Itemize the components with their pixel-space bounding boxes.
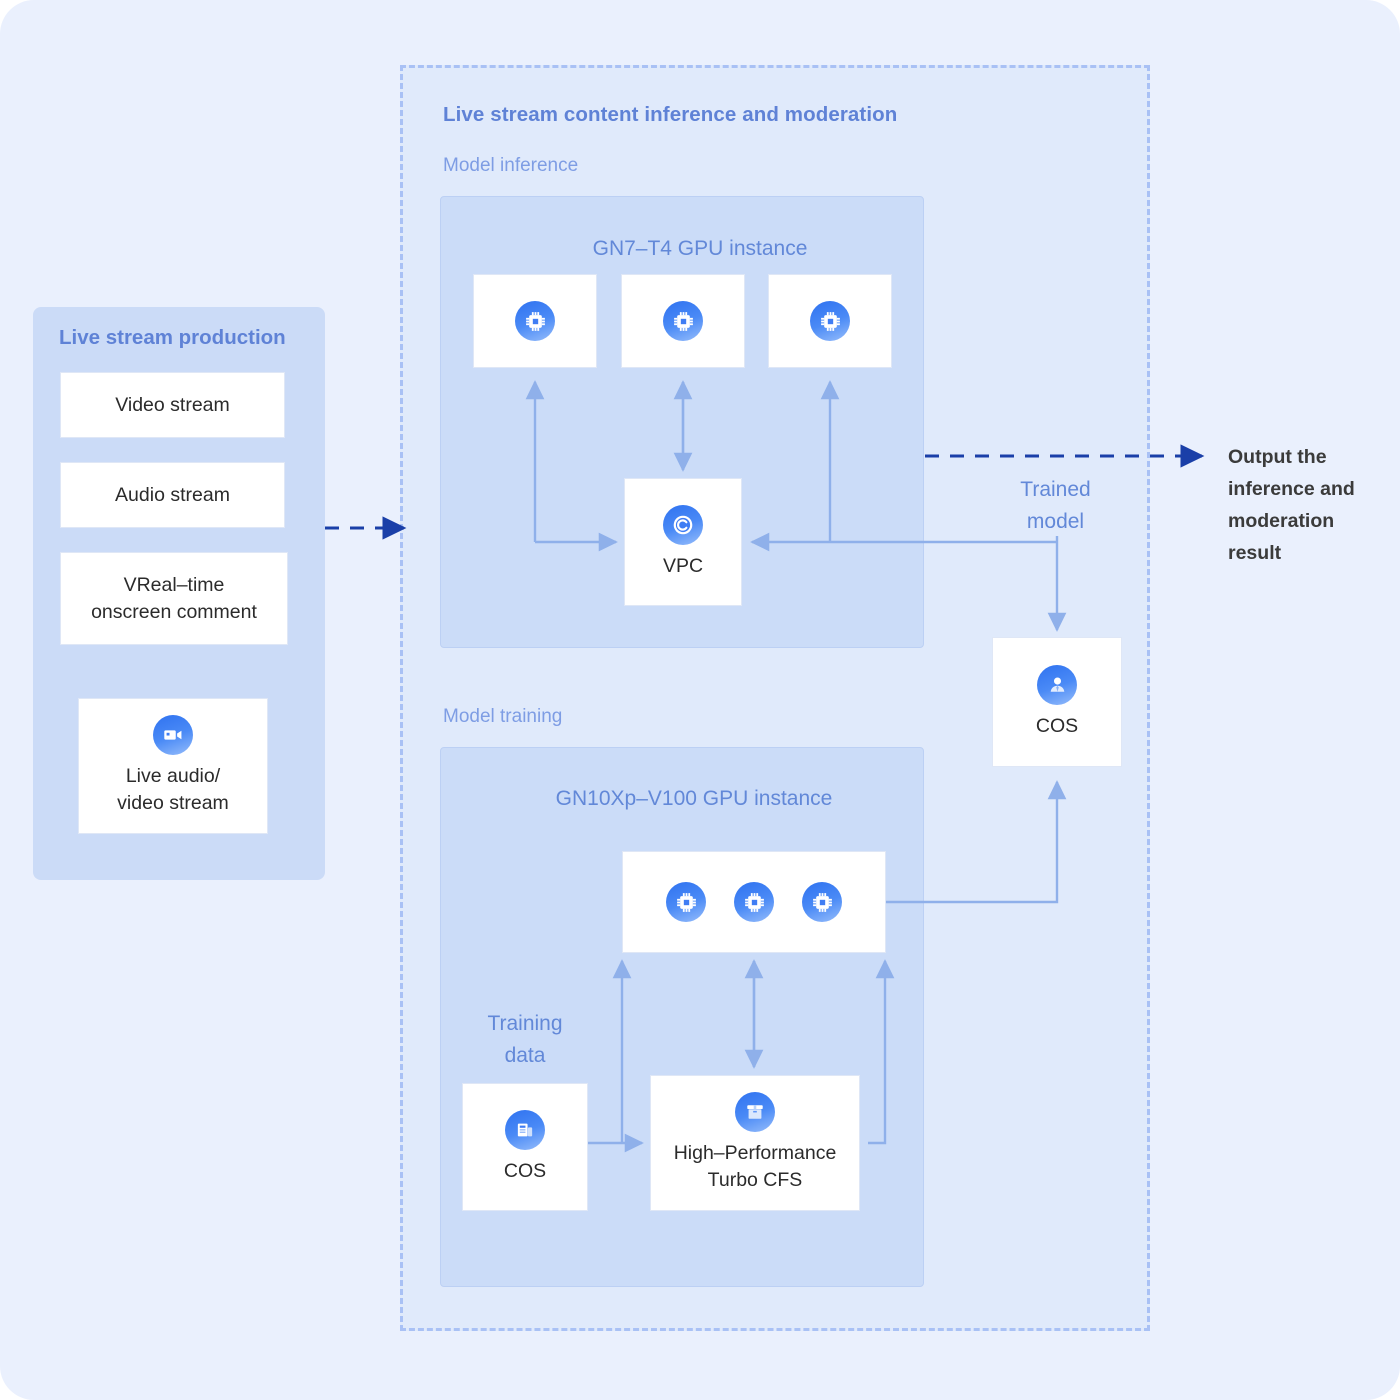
card-label: VPC bbox=[662, 554, 704, 577]
card-audio-stream[interactable]: Audio stream bbox=[60, 462, 285, 528]
card-cos-trained-model[interactable]: COS bbox=[992, 637, 1122, 767]
card-vpc[interactable]: VPC bbox=[624, 478, 742, 606]
cos-user-icon bbox=[1037, 664, 1077, 705]
gn10xp-v100-heading: GN10Xp–V100 GPU instance bbox=[555, 787, 833, 810]
video-camera-icon bbox=[153, 715, 193, 755]
gn7-t4-heading: GN7–T4 GPU instance bbox=[592, 237, 808, 260]
inference-gpu-card-1[interactable] bbox=[473, 274, 597, 368]
card-live-av-stream[interactable]: Live audio/ video stream bbox=[78, 698, 268, 834]
output-result-label: Output the inference and moderation resu… bbox=[1228, 446, 1355, 564]
gpu-chip-icon bbox=[515, 301, 555, 341]
training-data-label: Training data bbox=[487, 1012, 563, 1067]
gpu-chip-icon bbox=[734, 882, 774, 922]
gpu-chip-icon bbox=[666, 882, 706, 922]
production-panel-title: Live stream production bbox=[59, 326, 286, 349]
card-label: VReal–time onscreen comment bbox=[91, 573, 257, 623]
model-inference-subtitle: Model inference bbox=[443, 155, 579, 176]
cfs-box-icon bbox=[735, 1092, 775, 1132]
model-training-subtitle: Model training bbox=[443, 706, 563, 727]
card-label: Audio stream bbox=[115, 483, 230, 506]
trained-model-label: Trained model bbox=[1020, 478, 1091, 533]
card-label: High–Performance Turbo CFS bbox=[673, 1142, 837, 1191]
inference-gpu-card-2[interactable] bbox=[621, 274, 745, 368]
card-label: Live audio/ video stream bbox=[117, 765, 229, 814]
card-turbo-cfs[interactable]: High–Performance Turbo CFS bbox=[650, 1075, 860, 1211]
training-gpu-card[interactable] bbox=[622, 851, 886, 953]
inference-gpu-card-3[interactable] bbox=[768, 274, 892, 368]
card-label: COS bbox=[503, 1159, 547, 1182]
gpu-chip-icon bbox=[810, 301, 850, 341]
gpu-chip-icon bbox=[802, 882, 842, 922]
vpc-icon bbox=[663, 504, 703, 545]
cos-storage-icon bbox=[505, 1109, 545, 1150]
region-title: Live stream content inference and modera… bbox=[443, 103, 898, 126]
gpu-chip-icon bbox=[663, 301, 703, 341]
card-onscreen-comment[interactable]: VReal–time onscreen comment bbox=[60, 552, 288, 645]
card-label: COS bbox=[1035, 714, 1079, 737]
card-cos-training-data[interactable]: COS bbox=[462, 1083, 588, 1211]
card-video-stream[interactable]: Video stream bbox=[60, 372, 285, 438]
card-label: Video stream bbox=[115, 393, 230, 416]
